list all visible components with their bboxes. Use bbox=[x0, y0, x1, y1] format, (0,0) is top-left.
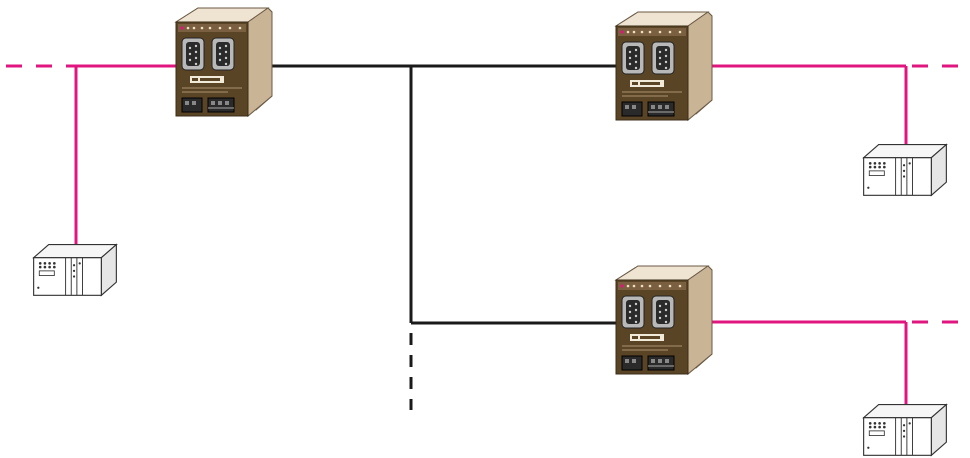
fiber-optic-converter-icon bbox=[615, 11, 713, 121]
plc-controller-icon bbox=[863, 403, 947, 456]
plc-controller-icon bbox=[33, 243, 117, 296]
fiber-optic-converter-icon bbox=[175, 7, 273, 117]
fieldbus-links bbox=[6, 64, 968, 407]
plc-controller-icon bbox=[863, 143, 947, 196]
plc-3 bbox=[863, 403, 947, 456]
fiber-optic-converter-icon bbox=[615, 265, 713, 375]
plc-2 bbox=[863, 143, 947, 196]
converter-1 bbox=[175, 7, 273, 117]
backbone-links bbox=[262, 64, 618, 410]
plc-1 bbox=[33, 243, 117, 296]
converter-3 bbox=[615, 265, 713, 375]
converter-2 bbox=[615, 11, 713, 121]
